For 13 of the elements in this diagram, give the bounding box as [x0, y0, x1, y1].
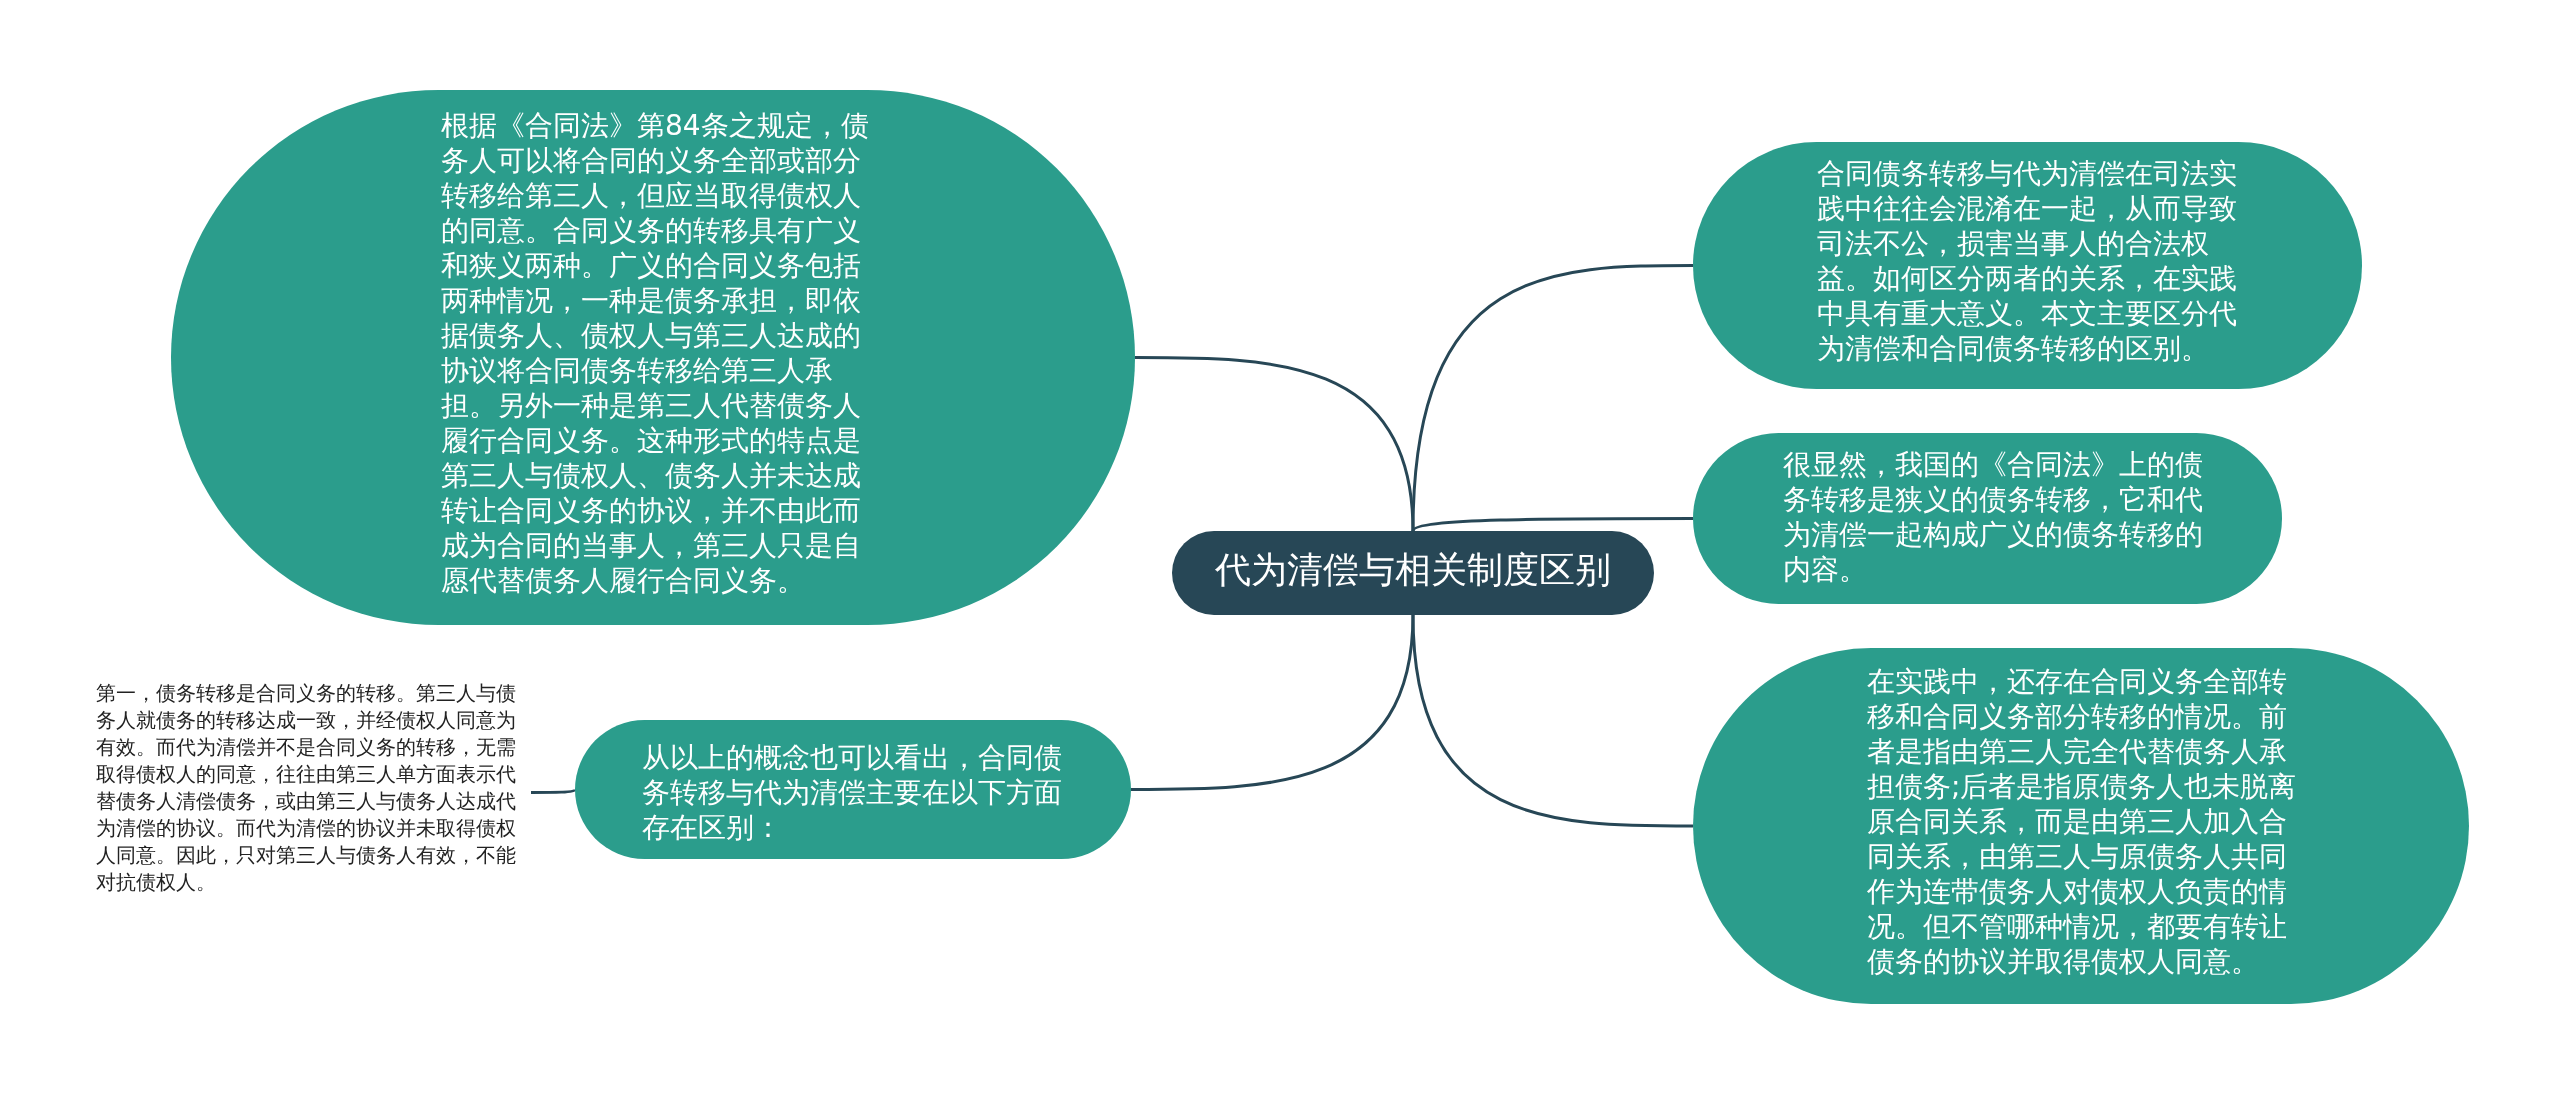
connector-line	[1411, 614, 1693, 828]
connector-line	[1411, 517, 1693, 533]
topic-text: 合同债务转移与代为清偿在司法实践中往往会混淆在一起，从而导致司法不公，损害当事人的合法权益。如何区分两者的关系，在实践中具有重大意义。本文主要区分代为清偿和合同债务转移的区别。	[1817, 156, 2238, 366]
topic-text: 在实践中，还存在合同义务全部转移和合同义务部分转移的情况。前者是指由第三人完全代替债务人承担债务;后者是指原债务人也未脱离原合同关系，而是由第三人加入合同关系，由第三人与原债务人共同作为连带债务人对债权人负责的情况。但不管哪种情况，都要有转让债务的协议并取得债权人同意。	[1867, 664, 2298, 979]
connector-line	[1131, 614, 1415, 791]
connector-line	[1411, 264, 1693, 532]
connector-line	[531, 788, 576, 794]
note-text: 第一，债务转移是合同义务的转移。第三人与债务人就债务的转移达成一致，并经债权人同意为有效。而代为清偿并不是合同义务的转移，无需取得债权人的同意，往往由第三人单方面表示代替债务人清偿债务，或由第三人与债务人达成代为清偿的协议。而代为清偿的协议并未取得债权人同意。因此，只对第三人与债务人有效，不能对抗债权人。	[96, 680, 517, 896]
topic-text: 从以上的概念也可以看出，合同债务转移与代为清偿主要在以下方面存在区别：	[642, 740, 1063, 845]
topic-text: 根据《合同法》第84条之规定，债务人可以将合同的义务全部或部分转移给第三人，但应当取得债权人的同意。合同义务的转移具有广义和狭义两种。广义的合同义务包括两种情况，一种是债务承担，即依据债务人、债权人与第三人达成的协议将合同债务转移给第三人承担。另外一种是第三人代替债务人履行合同义务。这种形式的特点是第三人与债权人、债务人并未达成转让合同义务的协议，并不由此而成为合同的当事人，第三人只是自愿代替债务人履行合同义务。	[441, 108, 870, 598]
connector-line	[1135, 356, 1415, 532]
topic-text: 代为清偿与相关制度区别	[1214, 548, 1612, 592]
topic-text: 很显然，我国的《合同法》上的债务转移是狭义的债务转移，它和代为清偿一起构成广义的债务转移的内容。	[1783, 447, 2204, 587]
